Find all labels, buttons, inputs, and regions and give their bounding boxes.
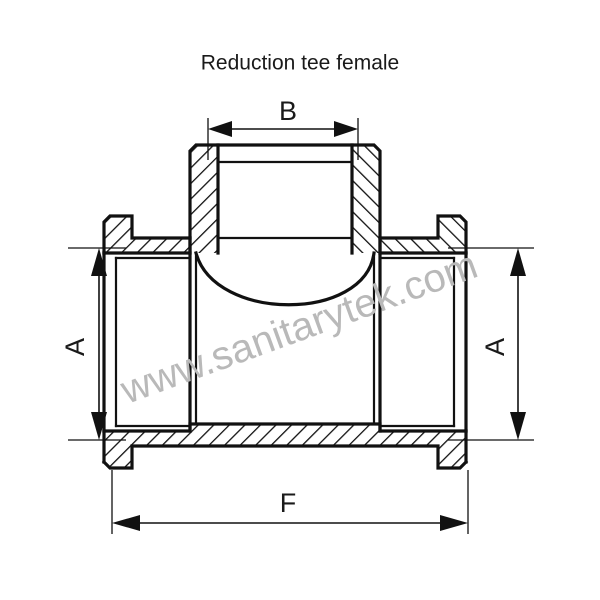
section-outlines (101, 143, 469, 470)
dim-a-right-label: A (480, 338, 510, 356)
dim-a-left-arrow-bottom (91, 412, 107, 440)
dim-b-arrow-right (334, 121, 358, 137)
dim-f-label: F (280, 488, 297, 518)
tee-fitting-drawing (101, 143, 469, 470)
run-bottom-outer-edge (101, 444, 469, 470)
dim-b-label: B (279, 96, 297, 126)
page-title: Reduction tee female (201, 52, 399, 75)
dim-f-arrow-right (440, 515, 468, 531)
run-wall-top-left (104, 216, 190, 253)
branch-outline-left (188, 143, 220, 255)
dim-a-right-arrow-top (510, 248, 526, 276)
run-wall-top-right (380, 216, 466, 253)
dim-a-left-label: A (60, 338, 90, 356)
run-outline-top-right (378, 214, 468, 255)
bore-intersection-arc (194, 251, 376, 307)
watermark: www.sanitarytek.com (114, 243, 483, 413)
dimension-f: F (111, 470, 469, 534)
dim-a-left-arrow-top (91, 248, 107, 276)
dim-b-arrow-left (208, 121, 232, 137)
dimension-b: B (207, 96, 359, 160)
dim-a-right-arrow-bottom (510, 412, 526, 440)
branch-outline-right (350, 143, 382, 255)
dimension-a-right: A (448, 247, 534, 441)
run-bottom-inner-edge (102, 422, 468, 433)
dimension-a-left: A (60, 247, 126, 441)
run-outline-top-left (102, 214, 192, 255)
branch-wall-right (352, 145, 380, 253)
dim-f-arrow-left (112, 515, 140, 531)
branch-wall-left (190, 145, 218, 253)
